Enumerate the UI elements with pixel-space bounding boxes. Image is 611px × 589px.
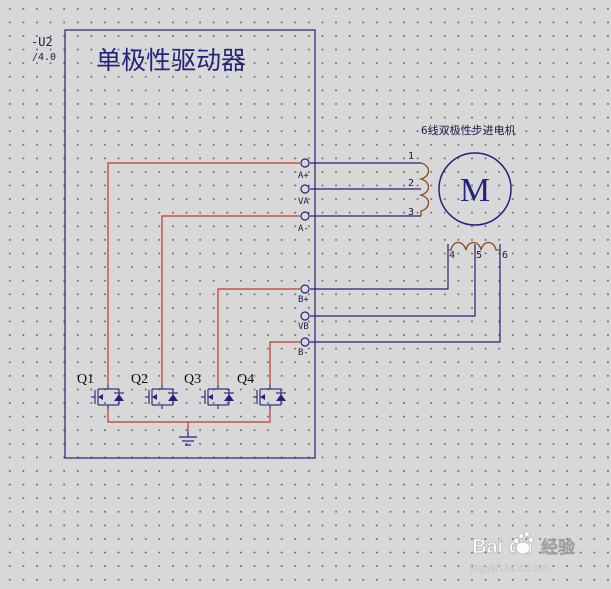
label-b-minus: B- [298, 348, 309, 358]
watermark-chinese: 经验 [541, 537, 576, 557]
pin-5: 5 [476, 250, 482, 261]
pin-4: 4 [449, 250, 455, 261]
terminal-b-plus [300, 284, 310, 294]
terminals [300, 158, 310, 347]
ground-icon [179, 432, 197, 446]
wire-red-q2 [161, 215, 300, 385]
paw-icon [513, 531, 534, 555]
terminal-b-minus [300, 337, 310, 347]
pin-3: 3 [408, 207, 414, 218]
label-vb: VB [298, 322, 309, 332]
label-q1: Q1 [77, 372, 94, 387]
terminal-a-plus [300, 158, 310, 168]
motor-title: 6线双极性步进电机 [421, 123, 516, 137]
pin-1: 1 [408, 151, 414, 162]
label-q3: Q3 [184, 372, 201, 387]
wire-red-q1 [107, 162, 300, 385]
terminal-a-minus [300, 211, 310, 221]
wire-red-q4 [269, 341, 300, 385]
baidu-watermark: Bai du 经验 jingyan.baidu.com [469, 531, 576, 574]
motor-letter: M [460, 172, 490, 209]
red-wires [107, 162, 300, 432]
label-a-minus: A- [298, 224, 309, 234]
wire-red-q3 [217, 288, 300, 385]
motor-symbol [438, 152, 512, 226]
transistor-q4 [253, 385, 286, 409]
terminal-va [300, 184, 310, 194]
terminal-vb [300, 311, 310, 321]
driver-border [64, 29, 316, 459]
driver-title: 单极性驱动器 [96, 46, 246, 75]
component-designator: -U2 [31, 35, 53, 49]
label-q4: Q4 [237, 372, 254, 387]
label-b-plus: B+ [298, 295, 309, 305]
pin-2: 2 [408, 178, 414, 189]
pin-6: 6 [502, 250, 508, 261]
label-a-plus: A+ [298, 171, 309, 181]
component-sub-label: /4.0 [32, 52, 56, 63]
label-va: VA [298, 197, 309, 207]
wire-vb [310, 244, 476, 317]
transistor-q2 [145, 385, 178, 409]
label-q2: Q2 [131, 372, 148, 387]
coil-b [448, 241, 500, 251]
transistor-q3 [201, 385, 234, 409]
transistor-q1 [91, 385, 124, 409]
watermark-url: jingyan.baidu.com [469, 563, 551, 574]
wire-b-minus [310, 244, 501, 343]
wire-b-plus [310, 244, 449, 290]
wire-red-ground [107, 409, 271, 423]
coil-a [418, 162, 430, 216]
blue-wires [310, 162, 501, 343]
